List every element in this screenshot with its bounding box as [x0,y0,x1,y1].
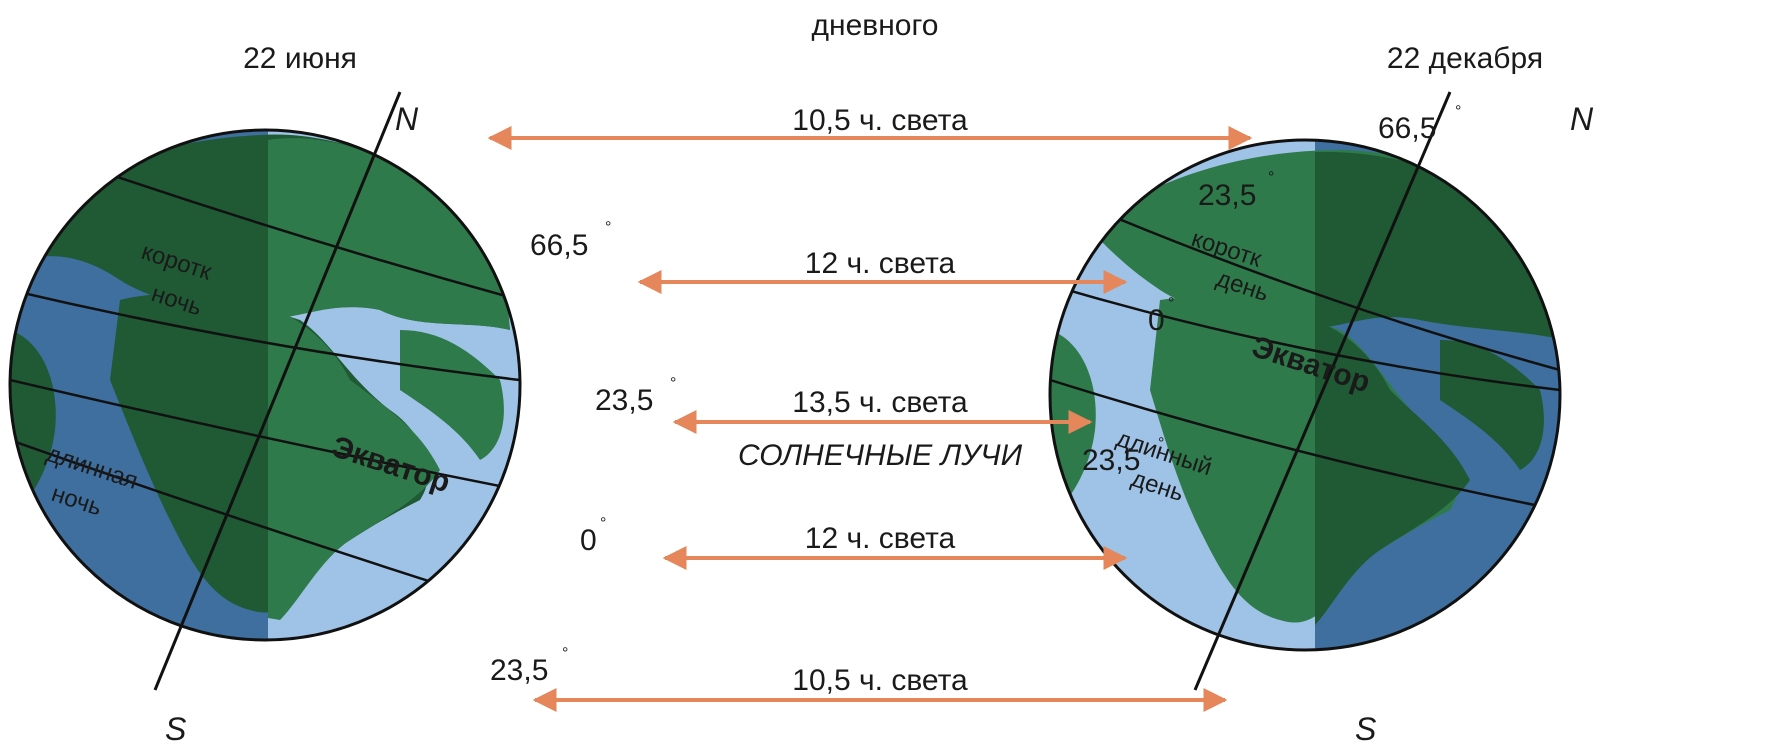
arrow-1-label: 10,5 ч. света [792,104,968,137]
earth-axis [153,91,402,691]
right-lat-665: 66,5 [1378,112,1436,145]
arabia [400,330,504,460]
left-globe [8,91,522,691]
right-globe [1048,91,1562,691]
svg-text:°: ° [1168,295,1174,312]
north-label-left: N [395,101,419,137]
lat-235n-line [10,288,520,382]
svg-text:°: ° [605,219,611,236]
right-lat-0: 0 [1148,304,1165,337]
left-lat-0: 0 [580,524,597,557]
left-lat-235s: 23,5 [490,654,548,687]
lat-235s-line [1050,378,1560,512]
arabia [1440,340,1544,470]
earth-axis [1193,91,1452,691]
right-lat-235s: 23,5 [1082,444,1140,477]
eurasia-light [268,138,510,330]
svg-text:°: ° [600,515,606,532]
svg-text:°: ° [1455,103,1461,120]
date-left: 22 июня [243,42,357,75]
sun-rays [487,126,1253,712]
equator-line [10,378,520,492]
south-label-right: S [1355,711,1376,747]
eurasia-dark [1315,151,1560,340]
date-right: 22 декабря [1387,42,1543,75]
arrow-3-label: 13,5 ч. света [792,386,968,419]
north-label-right: N [1570,101,1594,137]
equator-line [1050,283,1560,392]
arrow-5-label: 10,5 ч. света [792,664,968,697]
arrow-2-label: 12 ч. света [805,247,956,280]
svg-text:°: ° [1158,435,1164,452]
arrow-4-label: 12 ч. света [805,522,956,555]
top-text: дневного [812,9,939,42]
africa-light [268,305,440,620]
globe-outline [1048,138,1562,652]
south-label-left: S [165,711,186,747]
left-lat-235n: 23,5 [595,384,653,417]
svg-text:°: ° [670,375,676,392]
globe-outline [8,128,522,642]
svg-text:°: ° [562,645,568,662]
rays-caption: СОЛНЕЧНЫЕ ЛУЧИ [738,439,1023,472]
svg-text:°: ° [1268,169,1274,186]
right-lat-235n: 23,5 [1198,179,1256,212]
left-lat-665: 66,5 [530,229,588,262]
